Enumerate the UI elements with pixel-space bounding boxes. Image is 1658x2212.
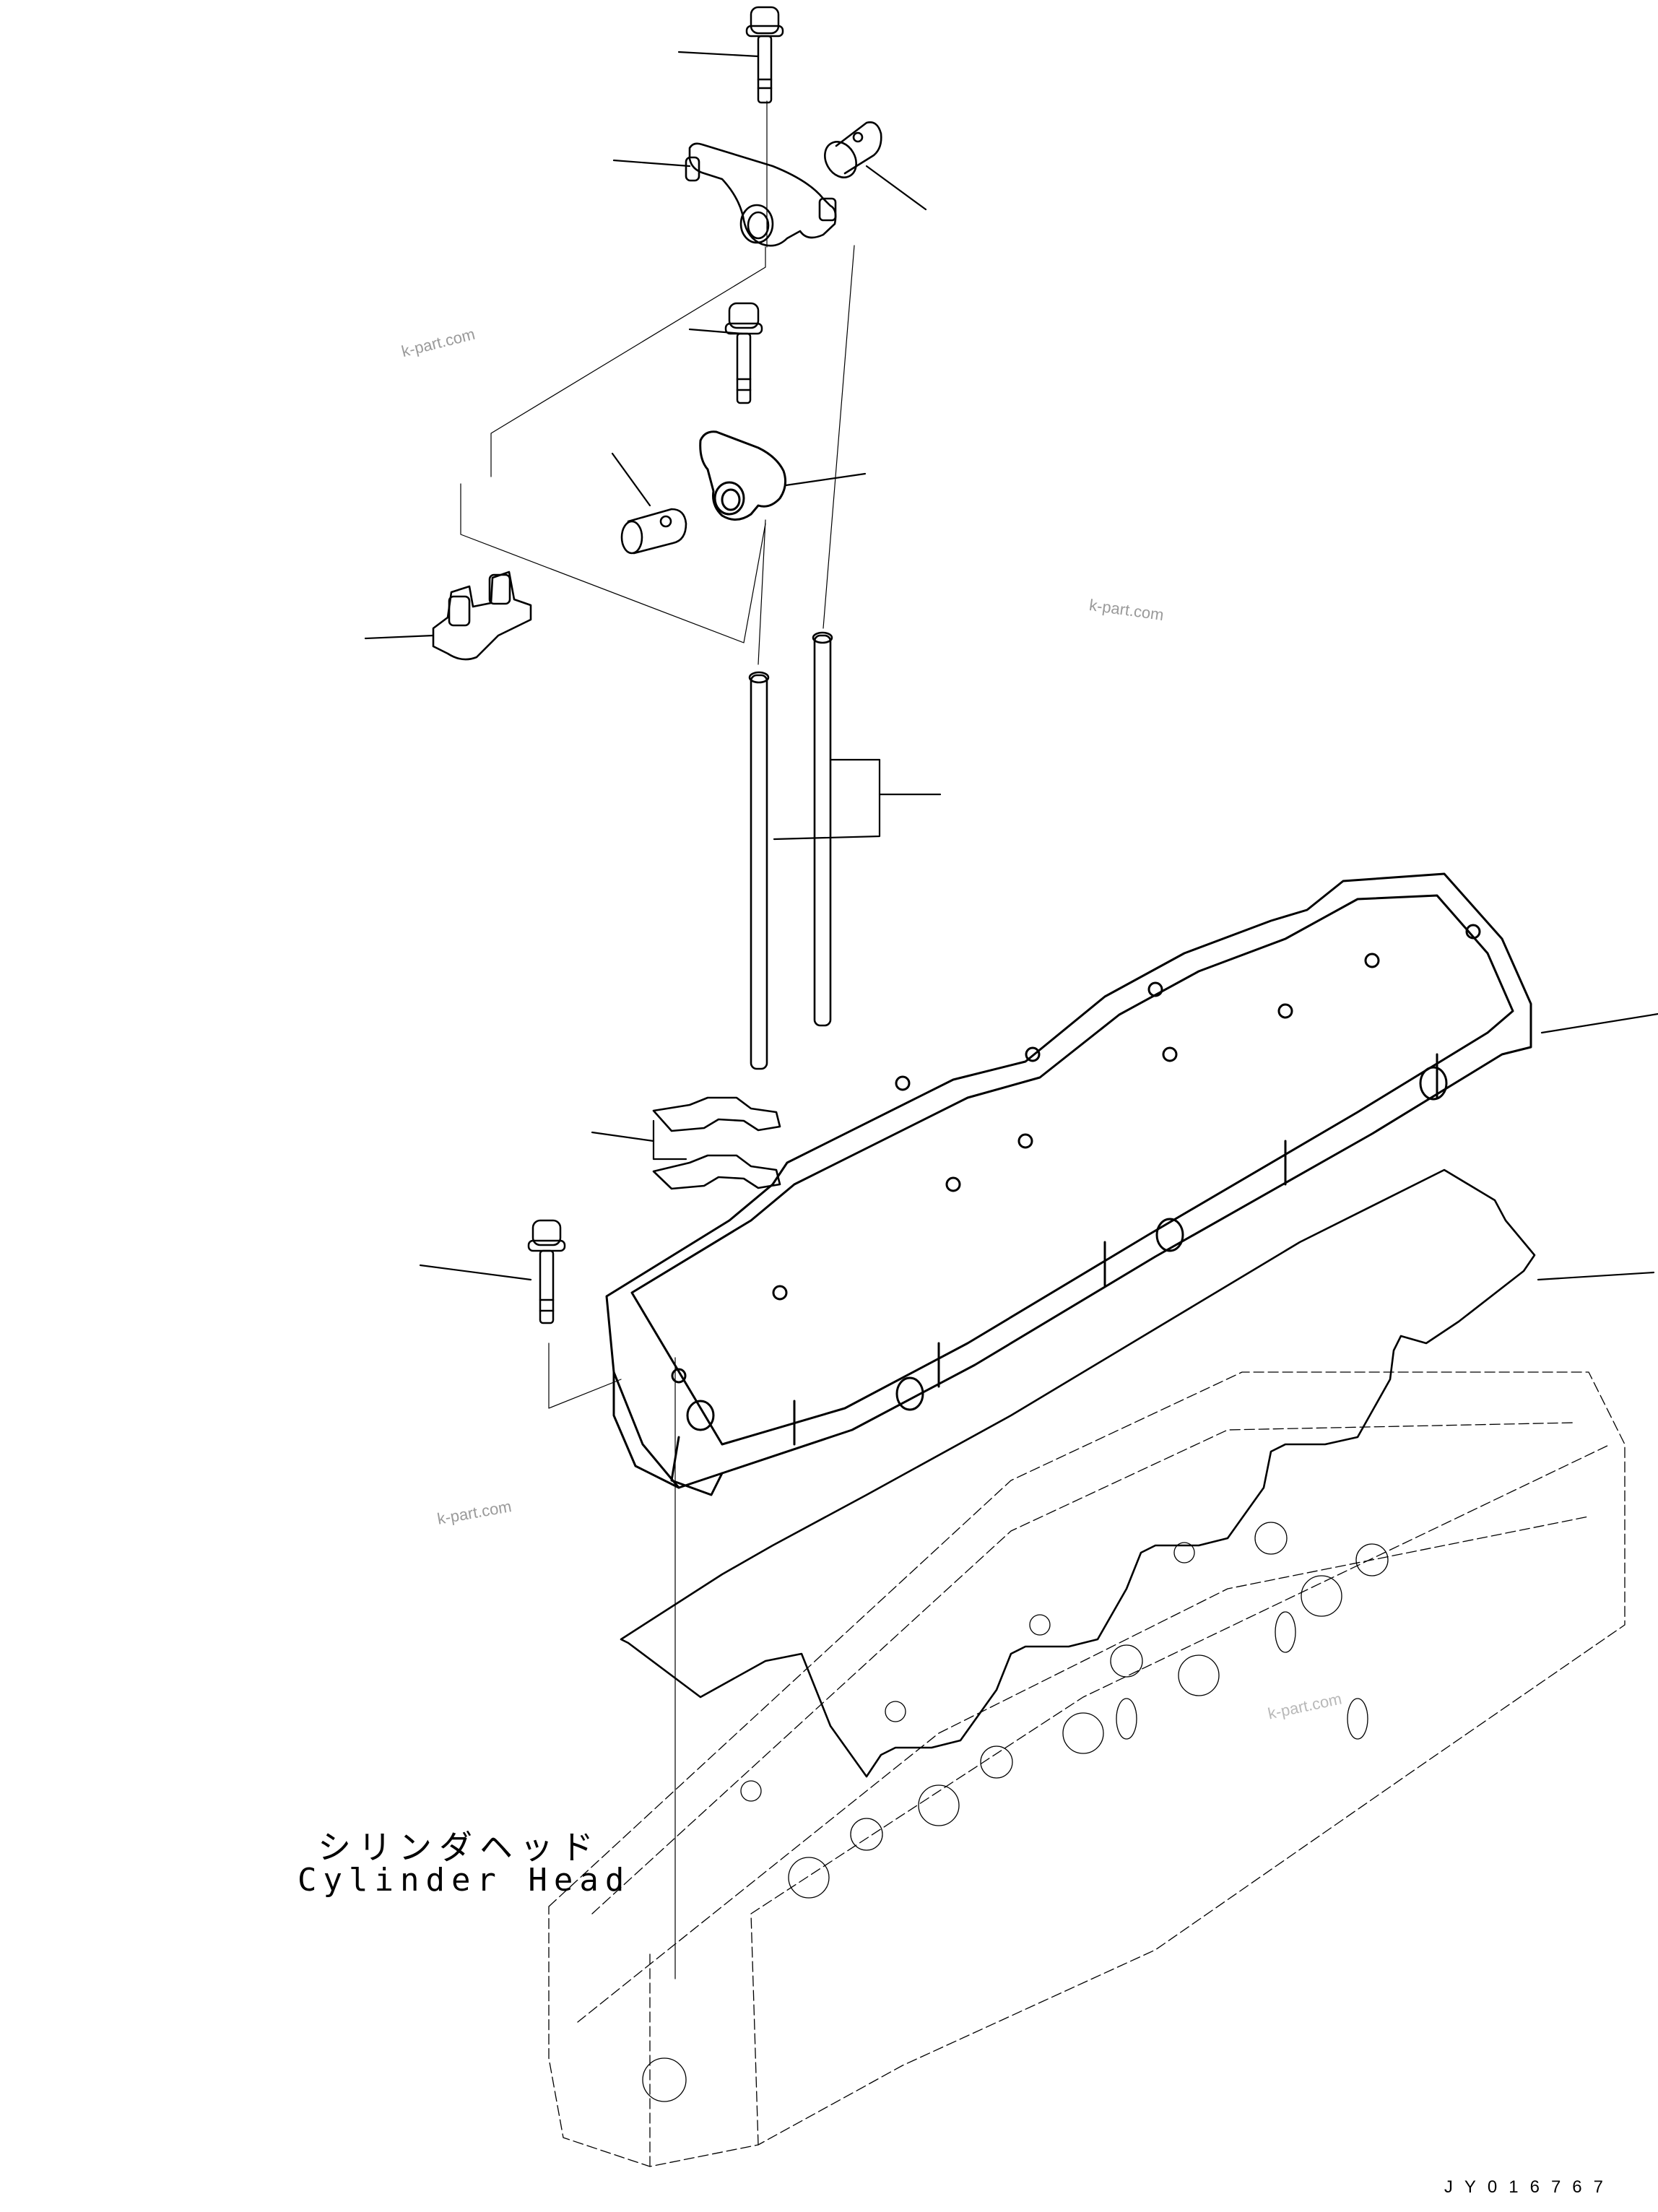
bolt-upper-icon <box>745 6 784 104</box>
cylinder-head-icon <box>548 1371 1626 2167</box>
cover-bolt-icon <box>527 1219 566 1324</box>
drawing-code: JY016767 <box>1444 2177 1615 2197</box>
cylinder-head-label-english: Cylinder Head <box>298 1862 631 1899</box>
rocker-arm-upper-icon <box>685 142 837 247</box>
rocker-pin-lower-icon <box>620 508 687 555</box>
push-rods-icon <box>748 631 833 1070</box>
assembly-guide-lines <box>460 100 855 1979</box>
rocker-pin-upper-icon <box>824 121 882 178</box>
leader-lines <box>364 51 1658 1281</box>
cylinder-head-label-japanese: シリンダヘッド <box>318 1828 601 1867</box>
bolt-lower-icon <box>724 302 763 404</box>
housing-gasket-icon <box>620 1168 1536 1778</box>
cylinder-head-details <box>642 1522 1389 2102</box>
head-bracket-icon <box>652 1096 781 1190</box>
rocker-arm-lower-icon <box>699 430 787 521</box>
rocker-support-icon <box>432 571 532 661</box>
rocker-housing-icon <box>605 872 1532 1496</box>
